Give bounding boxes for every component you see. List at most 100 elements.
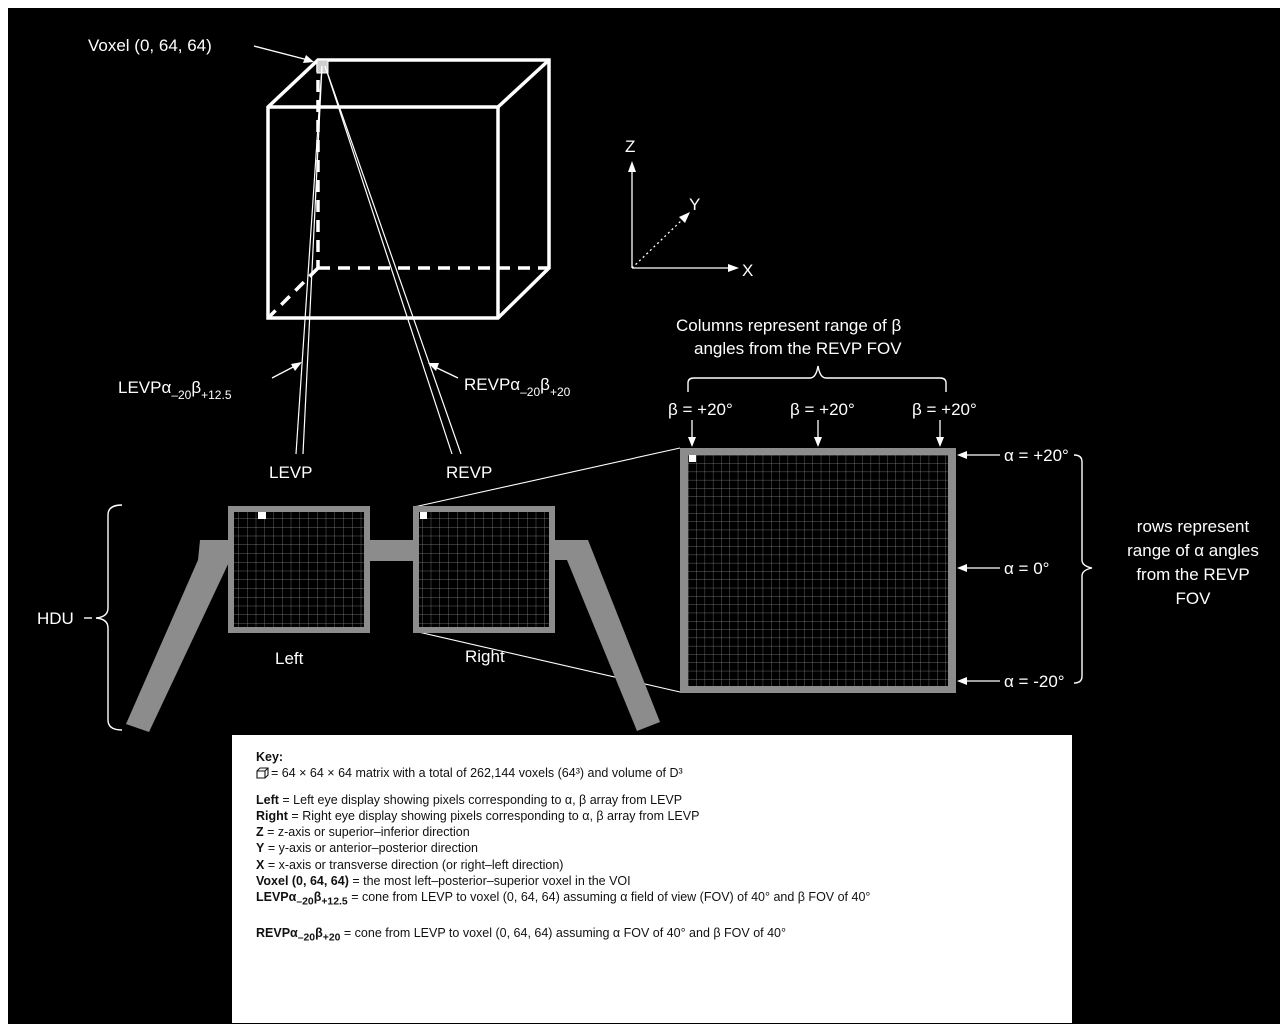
voxel-pointer-line <box>253 45 309 61</box>
beta-right-arrowhead <box>936 437 944 447</box>
svg-text:LEVPα–20β+12.5: LEVPα–20β+12.5 <box>118 378 232 402</box>
key-legend: Key: = 64 × 64 × 64 matrix with a total … <box>232 735 1072 1023</box>
key-x-term: X <box>256 857 265 872</box>
key-y-definition: = y-axis or anterior–posterior direction <box>267 841 478 856</box>
key-levp-term-beta: β <box>313 890 322 905</box>
right-display-grid <box>419 512 549 627</box>
key-levp-entry: LEVPα–20β+12.5 = cone from LEVP to voxel… <box>256 889 1050 911</box>
revp-cone-label: REVPα–20β+20 <box>464 375 571 399</box>
key-z-entry: Z = z-axis or superior–inferior directio… <box>256 824 1050 840</box>
left-temple-arm <box>126 540 230 732</box>
y-axis-arrowhead <box>679 212 690 223</box>
key-revp-entry: REVPα–20β+20 = cone from LEVP to voxel (… <box>256 925 1050 947</box>
key-left-term: Left <box>256 792 279 807</box>
axes: Z Y X <box>625 137 753 280</box>
beta-mid-label: β = +20° <box>790 400 855 419</box>
key-levp-term: LEVPα–20β+12.5 <box>256 890 348 908</box>
levp-cone-label-beta: β <box>191 378 201 397</box>
alpha-arrows <box>964 454 1000 682</box>
key-x-entry: X = x-axis or transverse direction (or r… <box>256 857 1050 873</box>
levp-cone-label: LEVPα–20β+12.5 <box>118 378 232 402</box>
key-levp-term-sub-alpha: –20 <box>296 896 314 908</box>
key-title: Key: <box>256 750 284 764</box>
revp-cone-pointer-arrowhead <box>428 363 439 371</box>
key-cube-definition: = 64 × 64 × 64 matrix with a total of 26… <box>271 766 683 781</box>
cube-right-top-edge <box>496 58 551 109</box>
levp-cone-pointer-arrowhead <box>291 362 302 371</box>
beta-right-label: β = +20° <box>912 400 977 419</box>
key-levp-term-base: LEVPα <box>256 890 297 905</box>
svg-text:REVPα–20β+20: REVPα–20β+20 <box>464 375 571 399</box>
key-revp-term-sub-alpha: –20 <box>297 932 316 944</box>
columns-brace <box>687 365 947 392</box>
head-display-unit <box>126 506 660 732</box>
alpha-bottom-label: α = -20° <box>1004 672 1065 691</box>
rows-caption-line3: from the REVP <box>1136 565 1249 584</box>
revp-cone-label-base: REVPα <box>464 375 520 394</box>
revp-label: REVP <box>446 463 492 482</box>
key-voxel-entry: Voxel (0, 64, 64) = the most left–poster… <box>256 873 1050 889</box>
key-right-entry: Right = Right eye display showing pixels… <box>256 808 1050 824</box>
levp-cone-label-base: LEVPα <box>118 378 171 397</box>
revp-cone-pointer-line <box>434 366 459 379</box>
right-display-label: Right <box>465 647 505 666</box>
key-levp-definition: = cone from LEVP to voxel (0, 64, 64) as… <box>351 890 871 905</box>
key-right-definition: = Right eye display showing pixels corre… <box>291 808 700 823</box>
alpha-top-arrowhead <box>957 451 967 459</box>
key-revp-term-beta: β <box>315 926 323 941</box>
key-levp-term-sub-beta: +12.5 <box>321 896 348 908</box>
key-right-term: Right <box>256 808 288 823</box>
key-z-definition: = z-axis or superior–inferior direction <box>267 825 470 840</box>
key-revp-term-base: REVPα <box>256 926 298 941</box>
levp-cone-label-sub-alpha: –20 <box>171 388 191 402</box>
axis-z-label: Z <box>625 137 635 156</box>
key-voxel-term: Voxel (0, 64, 64) <box>256 874 349 889</box>
hdu-label: HDU <box>37 609 74 628</box>
revp-cone <box>324 65 462 455</box>
axis-y-label: Y <box>689 195 700 214</box>
zoomed-voxel-pixel <box>689 455 696 462</box>
glasses-bridge <box>364 540 416 561</box>
beta-mid-arrowhead <box>814 437 822 447</box>
key-revp-term: REVPα–20β+20 <box>256 926 340 944</box>
levp-cone-label-sub-beta: +12.5 <box>201 388 232 402</box>
cube-hidden-depth-edge <box>266 266 320 320</box>
key-x-definition: = x-axis or transverse direction (or rig… <box>267 857 564 872</box>
key-y-entry: Y = y-axis or anterior–posterior directi… <box>256 840 1050 856</box>
key-revp-term-sub-beta: +20 <box>322 932 341 944</box>
x-axis-arrowhead <box>728 264 739 272</box>
alpha-mid-label: α = 0° <box>1004 559 1049 578</box>
beta-arrows <box>691 420 941 440</box>
levp-label: LEVP <box>269 463 312 482</box>
y-axis-line <box>631 218 684 269</box>
key-cube-entry: = 64 × 64 × 64 matrix with a total of 26… <box>256 765 1050 783</box>
hdu-brace <box>95 504 123 731</box>
right-temple-arm <box>553 540 660 731</box>
cube-outline-icon <box>256 767 269 783</box>
zoomed-right-display <box>680 448 956 693</box>
alpha-bottom-arrowhead <box>957 677 967 685</box>
key-voxel-definition: = the most left–posterior–superior voxel… <box>352 874 631 889</box>
alpha-mid-arrowhead <box>957 564 967 572</box>
rows-caption-line2: range of α angles <box>1127 541 1259 560</box>
key-y-term: Y <box>256 841 265 856</box>
key-left-entry: Left = Left eye display showing pixels c… <box>256 792 1050 808</box>
left-display-label: Left <box>275 649 304 668</box>
columns-caption-line1: Columns represent range of β <box>676 316 901 335</box>
revp-cone-label-sub-beta: +20 <box>550 385 571 399</box>
rows-caption-line4: FOV <box>1176 589 1212 608</box>
z-axis-arrowhead <box>628 161 636 172</box>
zoomed-display-grid <box>688 455 948 686</box>
left-voxel-pixel <box>258 512 266 519</box>
alpha-top-label: α = +20° <box>1004 446 1069 465</box>
levp-cone <box>295 65 323 455</box>
levp-cone-pointer-line <box>271 365 296 379</box>
right-voxel-pixel <box>420 512 427 519</box>
key-left-definition: = Left eye display showing pixels corres… <box>282 792 683 807</box>
beta-left-label: β = +20° <box>668 400 733 419</box>
voxel-label: Voxel (0, 64, 64) <box>88 36 212 55</box>
rows-caption-line1: rows represent <box>1137 517 1250 536</box>
revp-cone-label-sub-alpha: –20 <box>520 385 540 399</box>
key-z-term: Z <box>256 825 264 840</box>
voxel-pointer-arrowhead <box>303 55 314 63</box>
